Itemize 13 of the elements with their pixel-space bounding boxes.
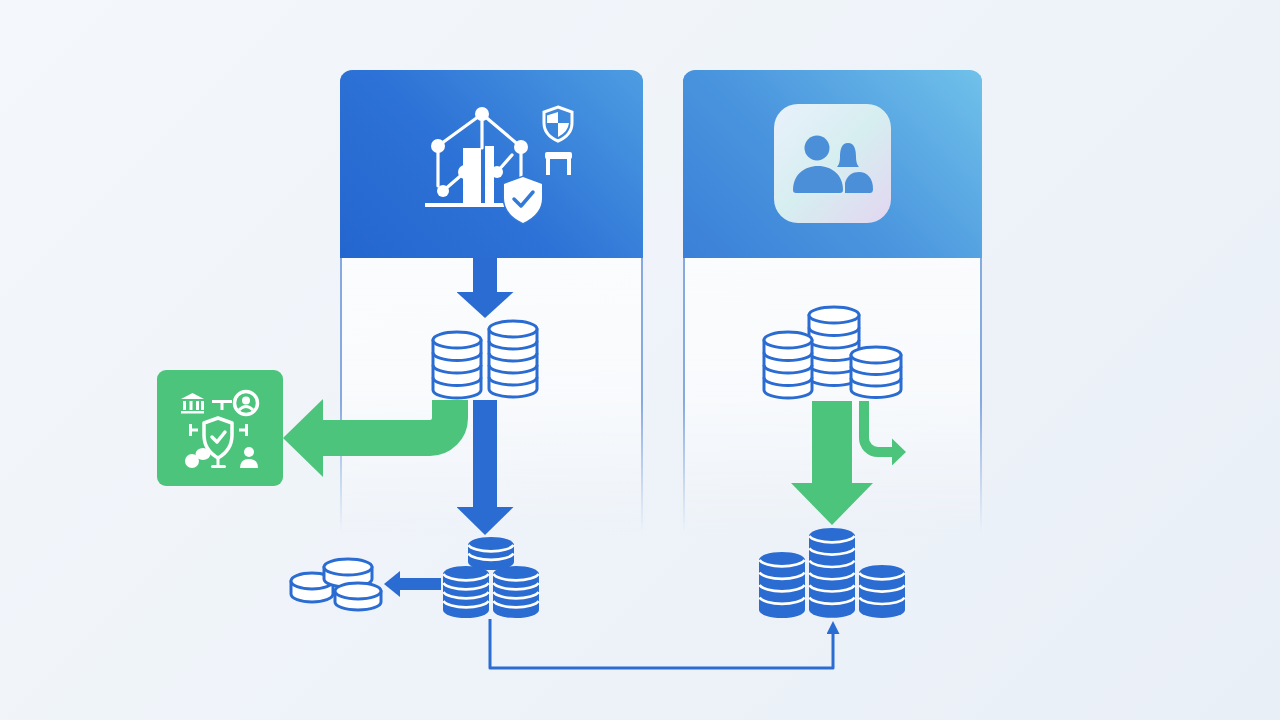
arrow	[384, 571, 441, 597]
coin-stack-icon	[288, 556, 384, 613]
block-arrow	[456, 258, 514, 318]
elbow-arrow	[488, 619, 840, 670]
block-arrow	[791, 401, 873, 525]
icon-card	[157, 370, 283, 486]
header-band	[340, 70, 643, 258]
coin-stack-icon	[760, 305, 905, 401]
column-panel	[683, 70, 982, 532]
column-panel	[340, 70, 643, 532]
block-arrow	[456, 400, 514, 535]
curved-arrow	[283, 399, 468, 477]
header-band	[683, 70, 982, 258]
